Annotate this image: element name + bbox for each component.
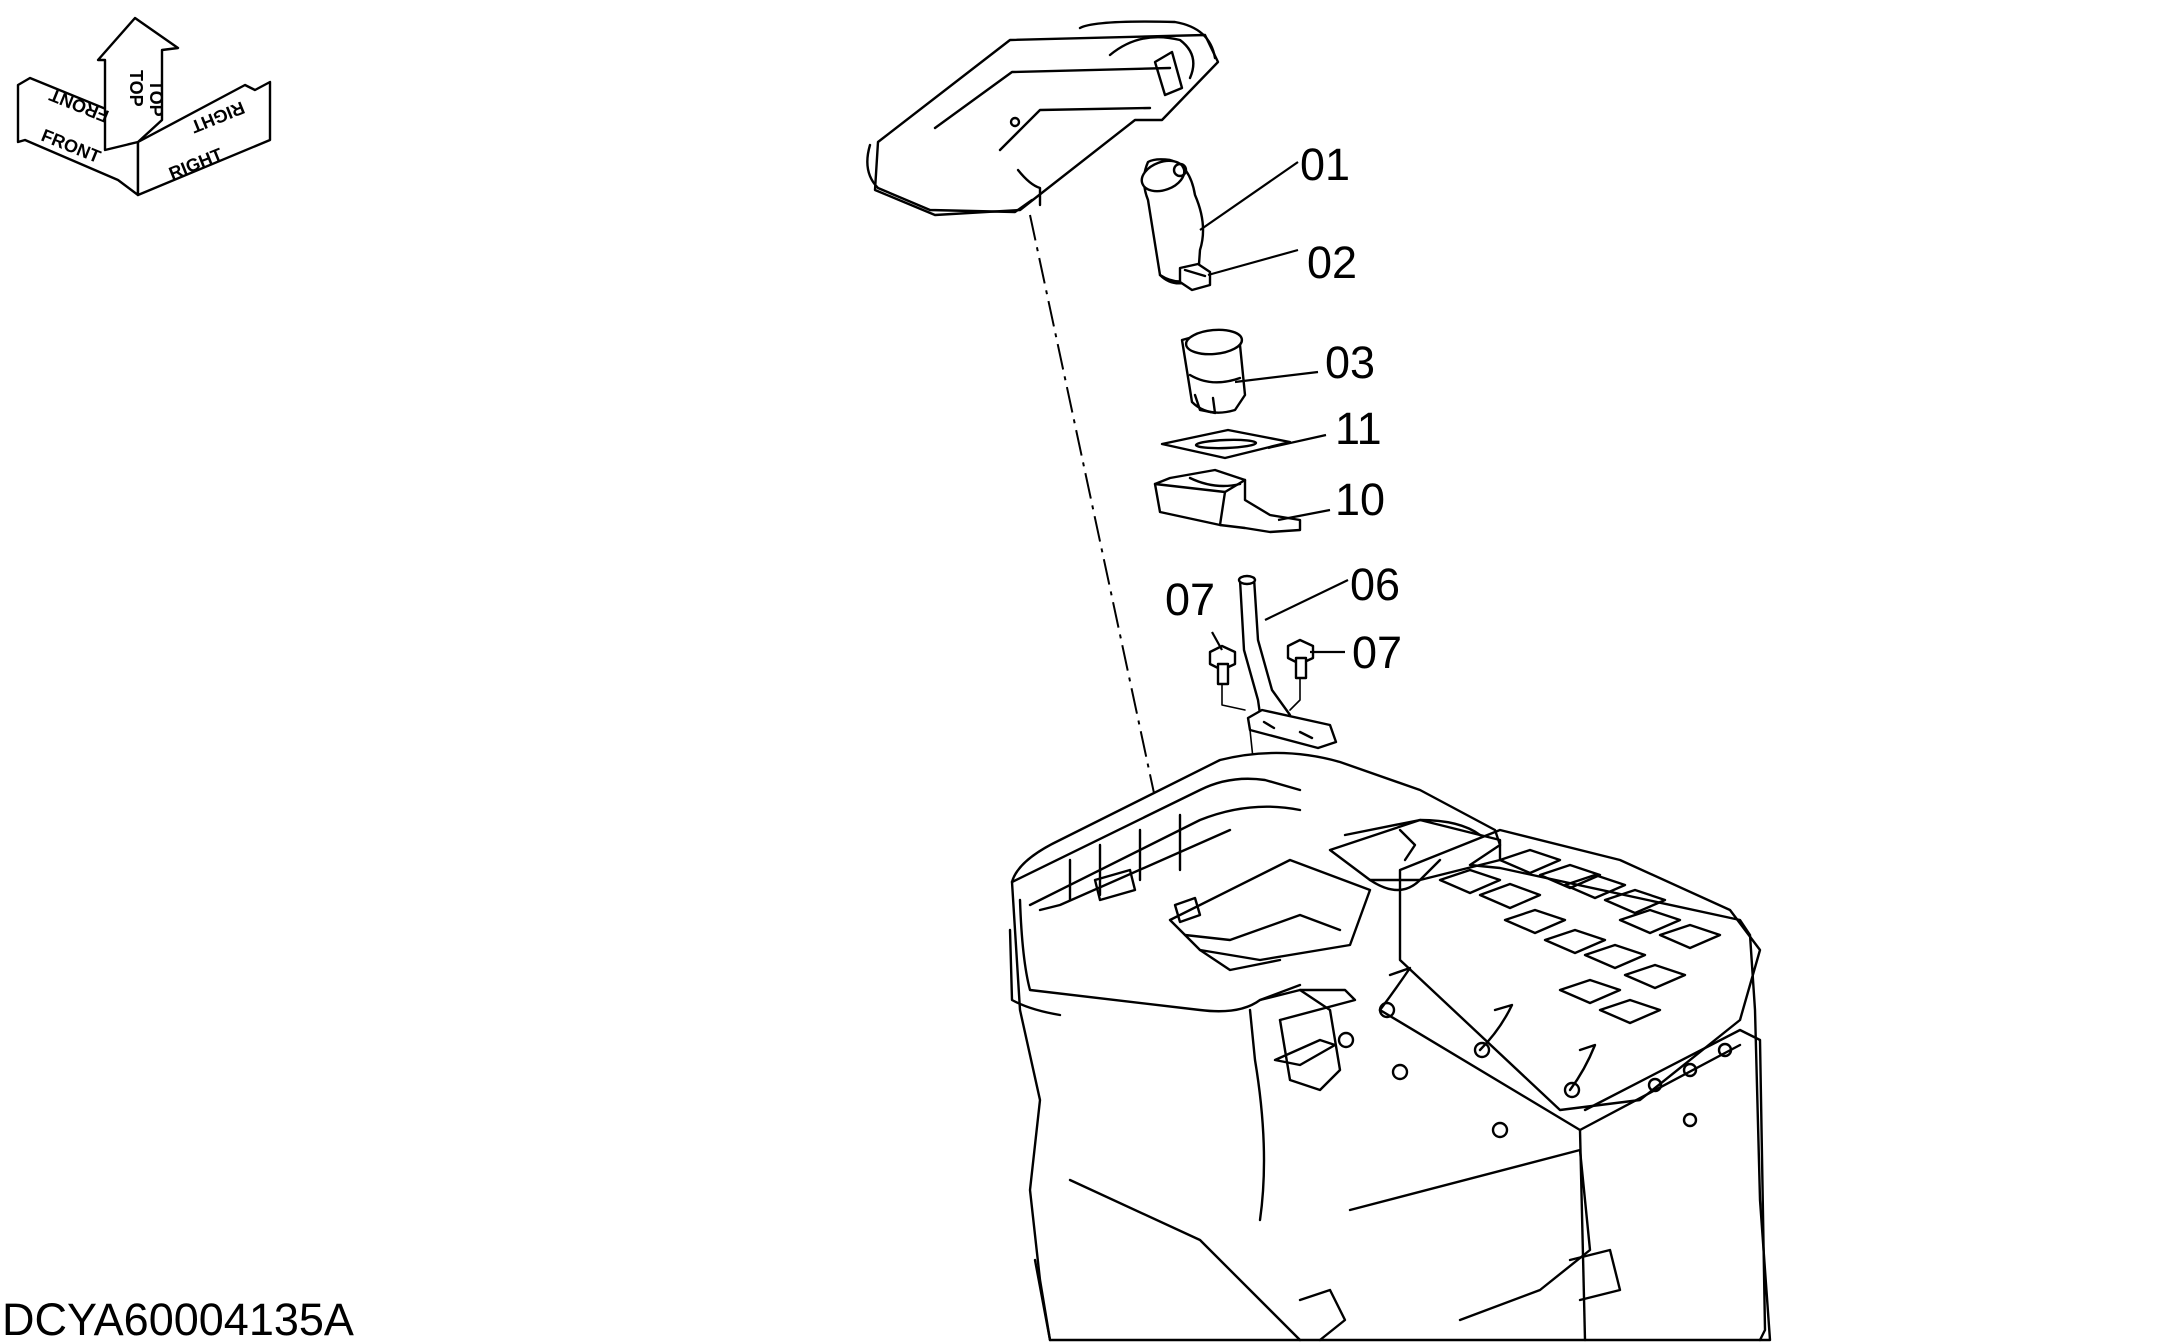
part-label-10: 10 [1335,474,1385,525]
orientation-top-label: TOP [126,70,146,107]
part-02-nut [1178,262,1212,292]
assembly-centerline [1029,214,1179,906]
part-label-07-left: 07 [1165,574,1215,625]
part-11-gasket [1160,428,1292,460]
keypad-grid [1438,848,1722,1025]
part-label-03: 03 [1325,337,1375,388]
leader-06 [1264,579,1349,621]
part-label-07-right: 07 [1352,627,1402,678]
part-label-06: 06 [1350,559,1400,610]
bolt-right-guide [1289,677,1301,711]
leader-07-left [1211,631,1223,651]
leader-01 [1199,161,1299,231]
leader-11 [1267,433,1327,450]
leader-03 [1234,370,1319,384]
part-label-02: 02 [1307,237,1357,288]
bolt-left-guide [1221,683,1246,711]
top-arrow-face [96,16,180,152]
leader-02 [1207,248,1299,277]
document-id: DCYA60004135A [2,1294,354,1344]
right-arrow-face [136,80,272,197]
part-07-bolt-left [1208,644,1237,686]
part-label-01: 01 [1300,139,1350,190]
leader-lines [1199,161,1349,654]
part-labels: 01 02 03 11 10 06 07 07 [1165,139,1402,678]
part-07-bolt-right [1286,638,1315,680]
orientation-top-mirror-label: TOP [146,80,166,117]
part-label-11: 11 [1335,403,1382,454]
console-top-cover [866,20,1220,217]
part-03-collar [1180,328,1247,415]
leader-10 [1277,508,1331,522]
console-body [1008,751,1772,1342]
orientation-indicator: FRONT FRONT TOP TOP RIGHT RIGHT [16,16,272,197]
part-06-lever [1237,574,1338,750]
part-10-boot [1153,468,1302,534]
